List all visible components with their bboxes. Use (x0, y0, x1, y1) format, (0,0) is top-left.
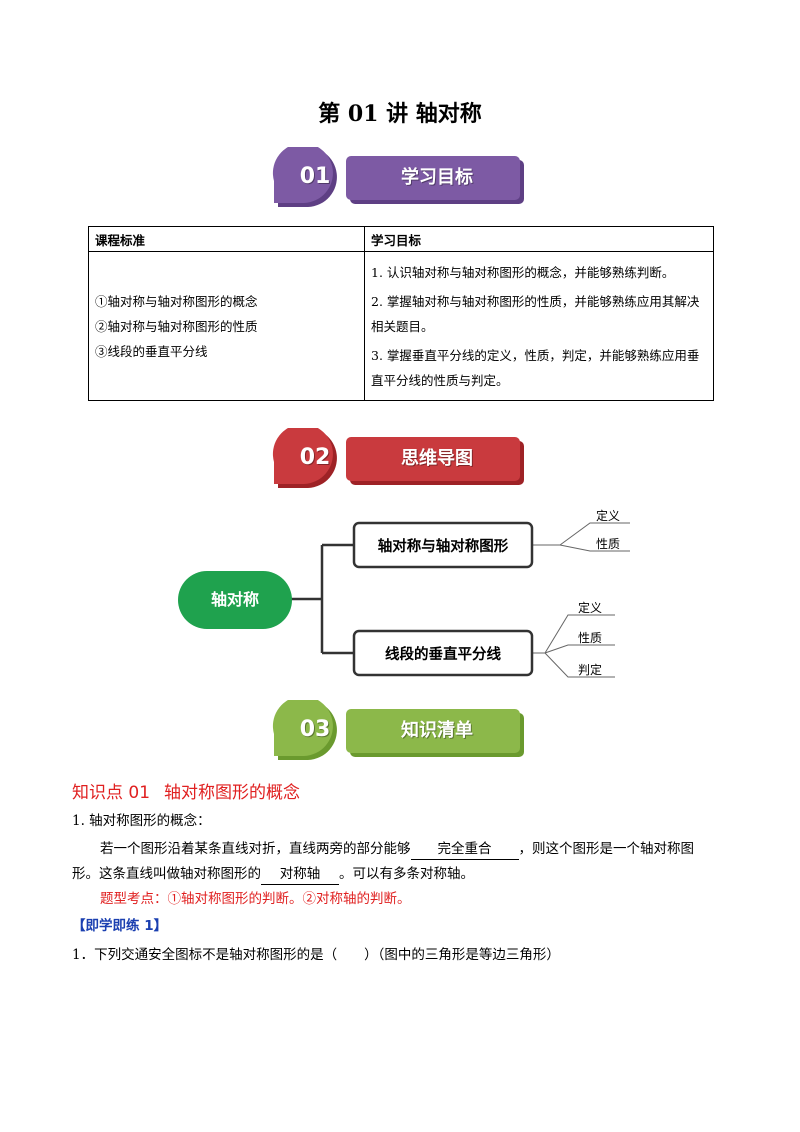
mind-root-node (178, 571, 292, 629)
answer-blank: 完全重合 (410, 839, 519, 860)
exam-points: 题型考点：①轴对称图形的判断。②对称轴的判断。 (100, 891, 411, 907)
mind-branch-node (352, 521, 534, 569)
knowledge-point-heading: 知识点 01 轴对称图形的概念 (72, 778, 314, 803)
knowledge-item-heading: 1. 轴对称图形的概念： (72, 813, 211, 829)
practice-label: 【即学即练 1】 (72, 918, 168, 934)
goal-item: 2. 掌握轴对称与轴对称图形的性质，并能够熟练应用其解决相关题目。 (371, 293, 700, 334)
mind-branch-label: 轴对称与轴对称图形 (378, 537, 509, 555)
standard-item: ②轴对称与轴对称图形的性质 (95, 318, 258, 334)
standard-item: ①轴对称与轴对称图形的概念 (95, 293, 258, 309)
mind-map: 轴对称 轴对称与轴对称图形 线段的垂直平分线 定义 性质 定义 性质 判定 (178, 508, 630, 678)
answer-blank: 对称轴 (261, 864, 339, 885)
section-banner-02: 02 思维导图 (270, 428, 540, 498)
mind-branch-label: 线段的垂直平分线 (385, 645, 501, 663)
mind-leaf: 判定 (578, 662, 602, 677)
section-number: 02 (299, 445, 331, 470)
mind-leaf: 性质 (578, 631, 602, 645)
mind-leaf: 定义 (578, 600, 602, 615)
definition-line-1: 若一个图形沿着某条直线对折，直线两旁的部分能够完全重合，则这个图形是一个轴对称图 (100, 836, 740, 862)
goals-cell: 1. 认识轴对称与轴对称图形的概念，并能够熟练判断。 2. 掌握轴对称与轴对称图… (364, 251, 714, 401)
section-banner-03: 03 知识清单 (270, 700, 540, 770)
table-header-row: 课程标准 学习目标 (88, 226, 714, 252)
table-row: ①轴对称与轴对称图形的概念 ②轴对称与轴对称图形的性质 ③线段的垂直平分线 1.… (88, 251, 714, 401)
goal-item: 1. 认识轴对称与轴对称图形的概念，并能够熟练判断。 (371, 264, 675, 280)
knowledge-point-prefix: 知识点 01 (72, 783, 151, 803)
section-label: 学习目标 (401, 167, 473, 188)
definition-text: 。可以有多条对称轴。 (339, 866, 474, 882)
header-course-standard: 课程标准 (88, 226, 365, 252)
mind-leaf: 定义 (596, 508, 620, 523)
standards-cell: ①轴对称与轴对称图形的概念 ②轴对称与轴对称图形的性质 ③线段的垂直平分线 (88, 251, 365, 401)
definition-line-2: 形。这条直线叫做轴对称图形的对称轴。可以有多条对称轴。 (72, 861, 732, 887)
section-label: 知识清单 (401, 720, 473, 741)
practice-question: 1．下列交通安全图标不是轴对称图形的是（ ）（图中的三角形是等边三角形） (72, 947, 560, 963)
mind-branch-node (352, 629, 534, 677)
learning-goals-table: 课程标准 学习目标 ①轴对称与轴对称图形的概念 ②轴对称与轴对称图形的性质 ③线… (88, 226, 714, 401)
mind-leaf: 性质 (596, 537, 620, 551)
section-banner-01: 01 学习目标 (270, 147, 540, 217)
banner-01-shape (272, 147, 524, 207)
page-title: 第 01 讲 轴对称 (318, 101, 482, 127)
definition-text: 形。这条直线叫做轴对称图形的 (72, 866, 261, 882)
standard-item: ③线段的垂直平分线 (95, 343, 208, 359)
knowledge-point-title: 轴对称图形的概念 (164, 783, 301, 803)
section-label: 思维导图 (401, 448, 473, 469)
definition-text: ，则这个图形是一个轴对称图 (518, 841, 695, 857)
section-number: 03 (299, 717, 331, 742)
header-learning-goals: 学习目标 (364, 226, 714, 252)
definition-text: 若一个图形沿着某条直线对折，直线两旁的部分能够 (100, 841, 411, 857)
mind-root-label: 轴对称 (211, 590, 259, 609)
section-number: 01 (299, 164, 331, 189)
banner-03-shape (272, 700, 524, 760)
banner-02-shape (272, 428, 524, 488)
goal-item: 3. 掌握垂直平分线的定义，性质，判定，并能够熟练应用垂直平分线的性质与判定。 (371, 347, 700, 388)
